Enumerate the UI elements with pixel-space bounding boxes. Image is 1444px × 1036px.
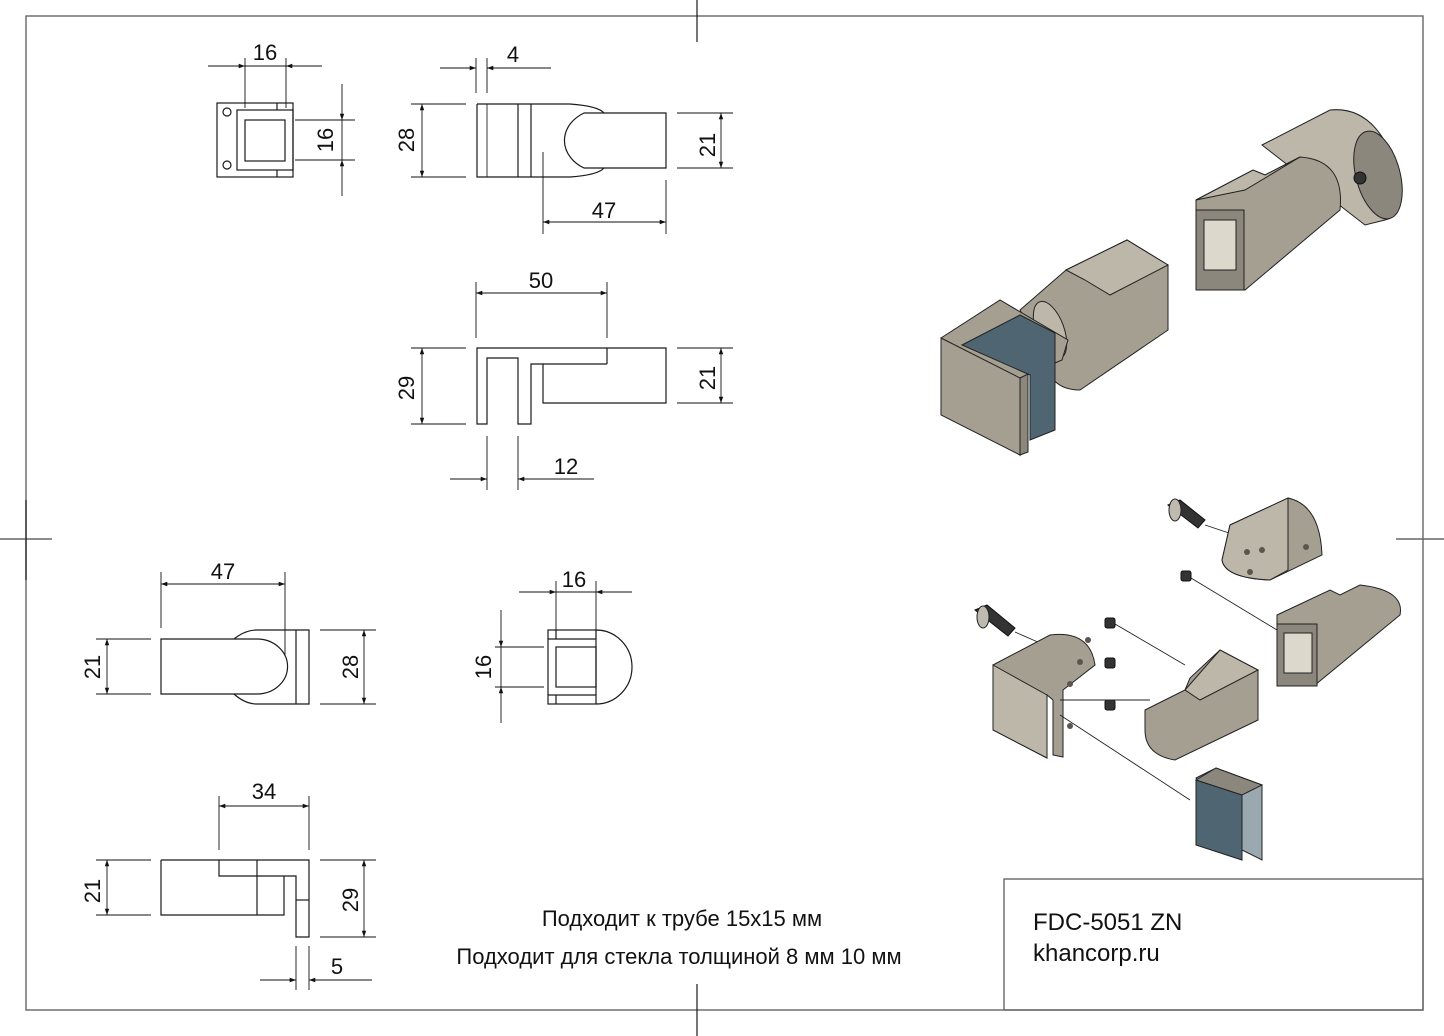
- iso-assembled-view: [940, 109, 1403, 457]
- iso-exploded-view: [974, 497, 1401, 861]
- dim-height-left: 29: [394, 376, 419, 400]
- dim-length: 34: [252, 779, 276, 804]
- dim-height-left: 21: [80, 655, 105, 679]
- dim-height-right: 21: [695, 366, 720, 390]
- view-side-top: 4 28 21 47: [394, 42, 733, 234]
- dim-height-left: 28: [394, 128, 419, 152]
- dim-height: 16: [313, 128, 338, 152]
- dim-thickness: 5: [331, 954, 343, 979]
- view-section-top: 50 29 21 12: [394, 268, 733, 490]
- dim-gap: 4: [507, 42, 519, 67]
- title-block: FDC-5051 ZN khancorp.ru: [1003, 878, 1424, 1011]
- notes: Подходит к трубе 15x15 мм Подходит для с…: [456, 906, 901, 969]
- view-end-bottom: 16 16: [471, 567, 633, 723]
- dim-length: 47: [592, 198, 616, 223]
- dim-height-left: 21: [80, 879, 105, 903]
- view-front-small: 16 16: [208, 40, 355, 196]
- view-side-bottom: 47 21 28: [80, 559, 376, 705]
- dim-width: 16: [253, 40, 277, 65]
- dim-length: 47: [211, 559, 235, 584]
- part-number: FDC-5051 ZN: [1033, 909, 1182, 936]
- dim-width: 16: [562, 567, 586, 592]
- note-glass: Подходит для стекла толщиной 8 мм 10 мм: [456, 944, 901, 969]
- dim-height-right: 28: [338, 655, 363, 679]
- dim-height-right: 29: [338, 888, 363, 912]
- dim-height-right: 21: [695, 133, 720, 157]
- note-tube: Подходит к трубе 15x15 мм: [542, 906, 822, 931]
- website: khancorp.ru: [1033, 940, 1160, 967]
- dim-slot: 12: [554, 454, 578, 479]
- view-section-bottom: 34 21 29 5: [80, 779, 376, 990]
- dim-height: 16: [471, 655, 496, 679]
- dim-length: 50: [529, 268, 553, 293]
